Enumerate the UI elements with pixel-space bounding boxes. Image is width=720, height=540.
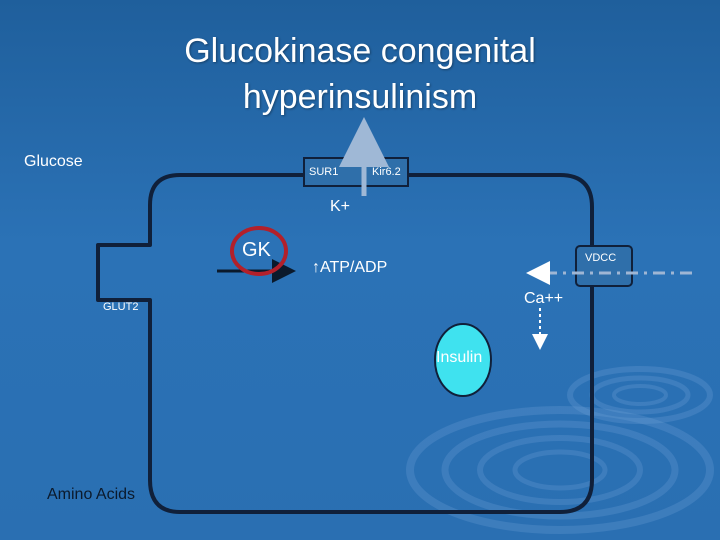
amino-acids-label: Amino Acids [47, 486, 136, 503]
ca-ion-label: Ca++ [524, 290, 564, 307]
cell-membrane [96, 173, 594, 514]
glut2-label: GLUT2 [103, 301, 139, 313]
slide-title: Glucokinase congenital hyperinsulinism [0, 28, 720, 120]
title-line-2: hyperinsulinism [242, 78, 478, 116]
insulin-label: Insulin [436, 349, 483, 366]
glucose-label: Glucose [24, 153, 83, 170]
vdcc-label: VDCC [585, 252, 617, 264]
sur1-label: SUR1 [309, 166, 339, 178]
gk-circle [230, 226, 288, 276]
k-ion-label: K+ [330, 198, 351, 215]
kir62-label: Kir6.2 [372, 166, 401, 178]
sur1-channel [303, 157, 365, 187]
insulin-granule [434, 323, 492, 397]
gk-label: GK [242, 239, 271, 261]
k-arrow-stem [362, 134, 366, 144]
title-line-1: Glucokinase congenital [184, 32, 536, 70]
atp-adp-label: ↑ATP/ADP [312, 259, 388, 276]
vdcc-channel [575, 245, 633, 287]
